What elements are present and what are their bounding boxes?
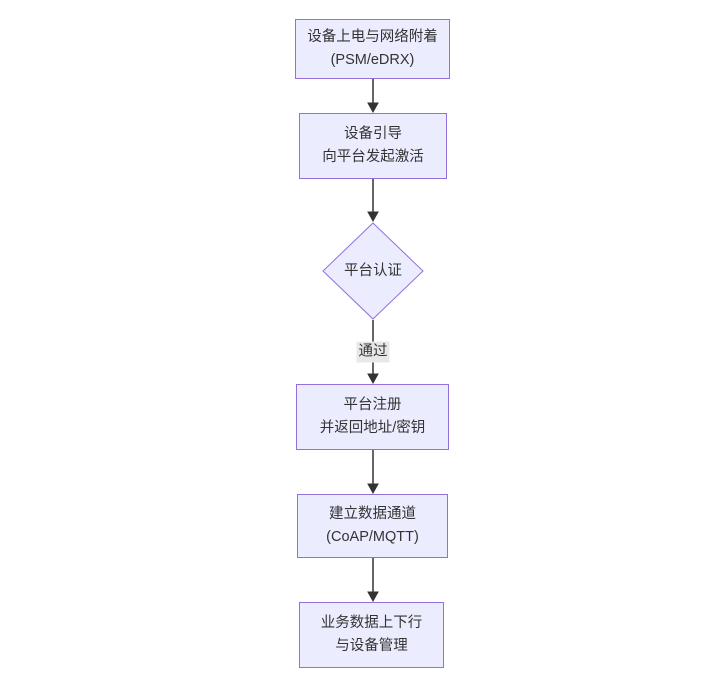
node-label-line: 建立数据通道 — [329, 506, 416, 522]
flow-node-power-on: 设备上电与网络附着 (PSM/eDRX) — [295, 19, 450, 79]
node-label-line: 向平台发起激活 — [322, 149, 424, 165]
edge-power-on-bootstrap — [367, 79, 379, 114]
edge-register-channel — [367, 450, 379, 495]
node-label-line: 设备上电与网络附着 — [307, 29, 438, 45]
node-label-line: (CoAP/MQTT) — [326, 529, 419, 545]
arrowhead-down-icon — [367, 591, 379, 603]
node-label-line: 业务数据上下行 — [320, 615, 423, 631]
edge-label-pass: 通过 — [356, 341, 390, 363]
flow-node-business: 业务数据上下行 与设备管理 — [299, 602, 444, 668]
flow-node-channel: 建立数据通道 (CoAP/MQTT) — [297, 494, 448, 558]
arrowhead-down-icon — [367, 483, 379, 495]
diamond-shape — [322, 222, 424, 320]
arrowhead-down-icon — [367, 211, 379, 223]
node-label-line: 平台注册 — [343, 397, 402, 413]
arrowhead-down-icon — [367, 373, 379, 385]
node-label-line: 设备引导 — [344, 126, 402, 142]
flow-node-bootstrap: 设备引导 向平台发起激活 — [299, 113, 447, 179]
flow-node-auth: 平台认证 — [322, 222, 424, 320]
node-label-line: (PSM/eDRX) — [330, 52, 415, 68]
edge-channel-business — [367, 558, 379, 603]
edge-bootstrap-auth — [367, 179, 379, 223]
node-label-line: 平台认证 — [344, 262, 402, 279]
flow-node-register: 平台注册 并返回地址/密钥 — [296, 384, 449, 450]
arrowhead-down-icon — [367, 102, 379, 114]
node-label-line: 与设备管理 — [335, 638, 408, 654]
node-label-line: 并返回地址/密钥 — [319, 420, 426, 436]
